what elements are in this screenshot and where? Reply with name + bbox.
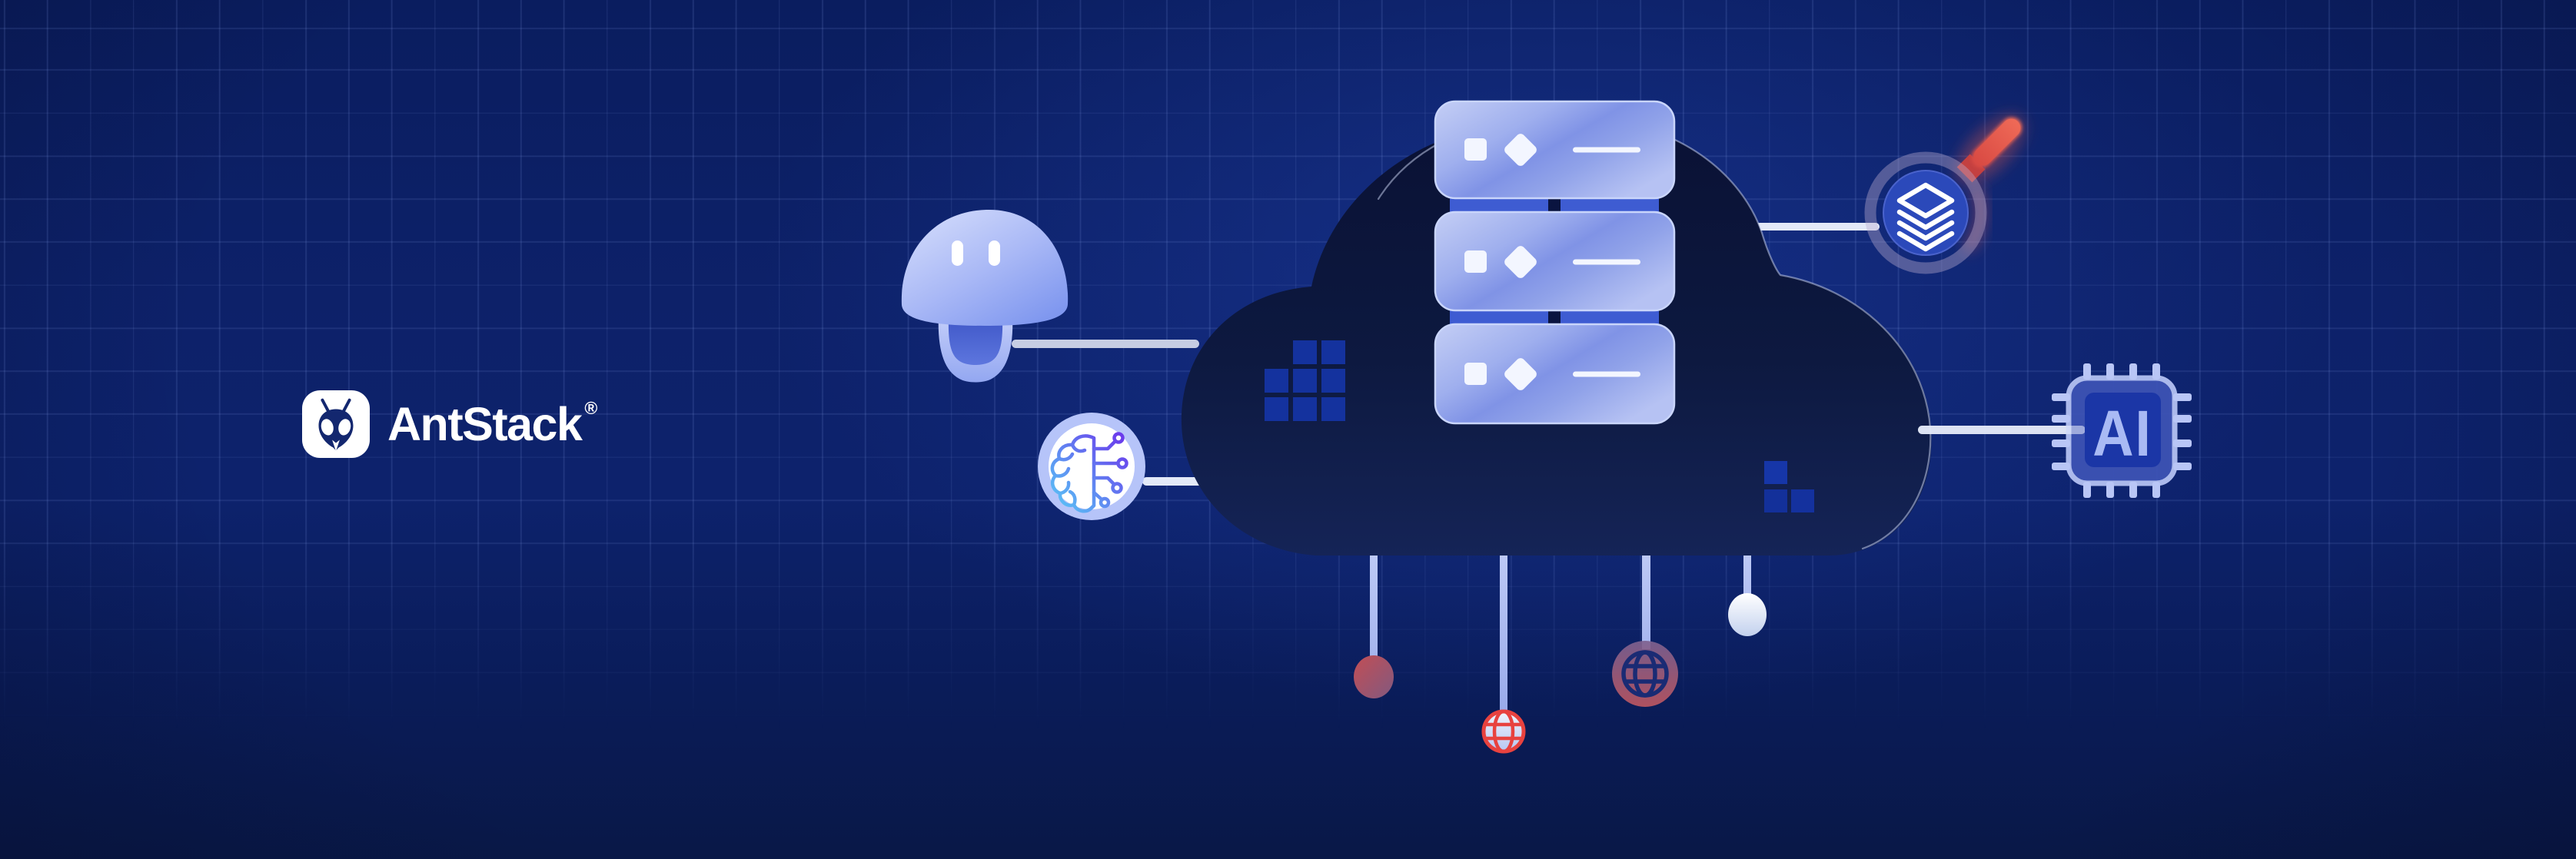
- chip-die: [2085, 393, 2161, 467]
- node-dot-white-icon: [1728, 593, 1767, 636]
- drop-line-3: [1642, 538, 1650, 649]
- node-dot-red-icon: [1354, 655, 1394, 698]
- brand-name: AntStack: [387, 397, 583, 450]
- ai-chip-icon: AI: [1918, 363, 2192, 498]
- slot-line-icon: [1573, 259, 1640, 265]
- robot-face-panel: [948, 318, 1003, 365]
- layers-search-icon: [1864, 114, 2026, 274]
- magnifier-rim-glow: [1962, 184, 1986, 254]
- chip-label: AI: [2092, 397, 2152, 469]
- server-module-2: [1434, 211, 1676, 312]
- slot-line-icon: [1573, 371, 1640, 377]
- robot-eye-left: [952, 240, 963, 266]
- slot-line-icon: [1573, 147, 1640, 153]
- server-stack-icon: [1434, 100, 1676, 425]
- server-module-1: [1434, 100, 1676, 200]
- brand-logo[interactable]: AntStack®: [302, 390, 597, 458]
- brand-wordmark: AntStack®: [387, 397, 598, 450]
- pixel-grid-icon: [1265, 340, 1345, 421]
- diamond-led-icon: [1504, 134, 1537, 166]
- robot-head: [901, 209, 1069, 326]
- square-led-icon: [1464, 363, 1487, 385]
- globe-muted-icon: [1612, 641, 1678, 707]
- server-module-3: [1434, 323, 1676, 425]
- robot-assistant-icon: [901, 209, 1069, 383]
- robot-to-cloud-line: [1012, 340, 1199, 348]
- square-led-icon: [1464, 138, 1487, 161]
- layers-glyph: [1896, 182, 1955, 252]
- connector-lines: [1012, 223, 1880, 713]
- pixel-cluster-icon: [1764, 461, 1814, 512]
- drop-line-1: [1370, 538, 1378, 657]
- diamond-led-icon: [1504, 246, 1537, 278]
- square-led-icon: [1464, 250, 1487, 273]
- hanging-nodes: [1354, 593, 1767, 754]
- cloud-to-search-line: [1756, 223, 1880, 231]
- registered-mark: ®: [584, 397, 598, 418]
- drop-line-4: [1743, 538, 1751, 599]
- diamond-led-icon: [1504, 358, 1537, 390]
- globe-red-icon: [1481, 709, 1526, 754]
- brain-to-cloud-line: [1142, 477, 1205, 486]
- robot-eye-right: [989, 240, 1000, 266]
- brain-glyph: [1050, 432, 1128, 513]
- drop-line-2: [1500, 538, 1507, 713]
- chip-line-overlay: [1918, 426, 2086, 434]
- magnifier-handle: [1955, 114, 2026, 184]
- ai-brain-circuit-icon: [1038, 413, 1145, 520]
- magnifier-glass-ring: [1864, 151, 1987, 274]
- server-connector: [1450, 197, 1659, 326]
- ant-icon: [302, 390, 370, 458]
